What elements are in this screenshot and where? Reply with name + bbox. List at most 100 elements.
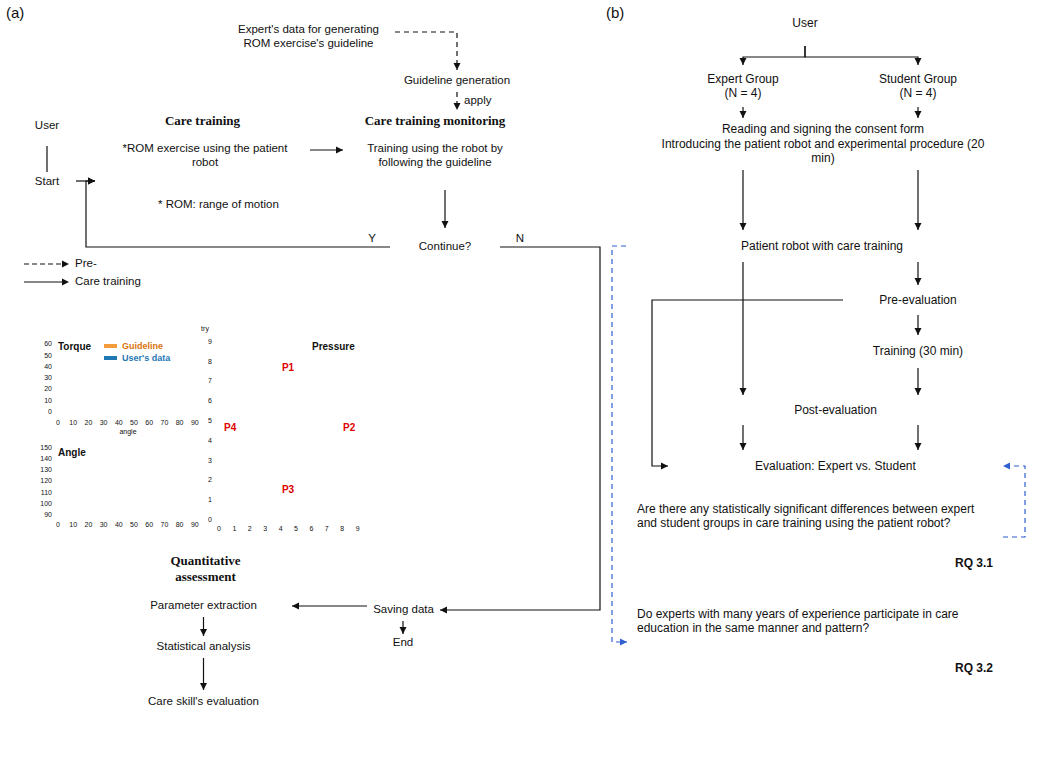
torque-axes xyxy=(55,340,200,416)
photo xyxy=(372,305,587,543)
node-text: Parameter extraction xyxy=(150,599,257,613)
legend-line xyxy=(24,263,63,264)
node-text: Post-evaluation xyxy=(794,403,877,417)
tick-label: 2 xyxy=(248,525,252,533)
connector-line xyxy=(805,46,918,65)
outline-path xyxy=(222,5,395,61)
tick-label: 70 xyxy=(160,419,168,427)
tick-label: 90 xyxy=(44,511,52,519)
question-callout: Do experts with many years of experience… xyxy=(627,600,1003,695)
legend-item: Care training xyxy=(22,275,141,289)
connector xyxy=(740,170,747,230)
pressure-inner-circle xyxy=(266,406,310,450)
arrowhead xyxy=(915,388,922,395)
save-icon xyxy=(152,313,161,322)
tick-label: 40 xyxy=(115,419,123,427)
arrowhead xyxy=(454,103,461,110)
node-text: Introducing the patient robot and experi… xyxy=(649,137,997,166)
tick-label: 4 xyxy=(208,437,212,445)
tick-label: 90 xyxy=(191,521,199,529)
sensor-dot xyxy=(286,448,291,453)
edge-label: N xyxy=(516,232,524,245)
tick-label: 20 xyxy=(84,419,92,427)
arrowhead xyxy=(740,58,747,65)
text-label: angle xyxy=(119,428,136,436)
connector xyxy=(200,617,207,636)
window-titlebar xyxy=(38,305,368,311)
tick-label: 50 xyxy=(130,419,138,427)
connector xyxy=(915,425,922,450)
text-label: P2 xyxy=(343,422,355,434)
tick-label: 7 xyxy=(325,525,329,533)
arrowhead xyxy=(292,603,299,610)
connector xyxy=(400,621,407,634)
connector xyxy=(1003,463,1025,538)
pan-icon xyxy=(87,313,97,323)
user-curve xyxy=(57,484,130,498)
tick-label: 30 xyxy=(100,419,108,427)
connector xyxy=(612,246,627,646)
node-text: Evaluation: Expert vs. Student xyxy=(755,459,916,473)
tick-label: 150 xyxy=(40,444,52,452)
arrowhead xyxy=(740,111,747,118)
outline-path xyxy=(627,600,1003,695)
node-text: *ROM exercise using the patient robot xyxy=(116,142,294,170)
arrowhead xyxy=(661,463,668,470)
node-text: Patient robot with care training xyxy=(741,239,903,253)
node-text: User xyxy=(35,119,59,133)
node-text: User xyxy=(792,16,817,30)
tick-label: 1 xyxy=(208,496,212,504)
result-box: Care skill's evaluation xyxy=(115,690,292,714)
connector-line xyxy=(612,246,627,642)
tick-label: 100 xyxy=(40,500,52,508)
connector-line xyxy=(742,170,743,230)
tick-label: 6 xyxy=(208,397,212,405)
tick-label: 50 xyxy=(130,521,138,529)
text-label: * ROM: range of motion xyxy=(158,198,279,211)
tick-label: 6 xyxy=(309,525,313,533)
tick-label: 3 xyxy=(263,525,267,533)
node-text: Care skill's evaluation xyxy=(148,695,259,709)
container-heading: Care training monitoring xyxy=(365,113,506,129)
tick-label: 70 xyxy=(160,521,168,529)
connector-line xyxy=(1003,466,1025,537)
node-text: Start xyxy=(35,175,59,189)
legend-text: Pre- xyxy=(75,257,97,271)
question-callout: Are there any statistically significant … xyxy=(627,495,1003,590)
terminal-box: Start xyxy=(18,172,76,191)
node-text: Expert Group (N = 4) xyxy=(702,72,784,101)
legend-line-sample xyxy=(22,259,70,269)
outline-path xyxy=(627,495,1003,590)
guideline-curve xyxy=(57,470,198,490)
node-text: Do experts with many years of experience… xyxy=(637,607,993,636)
text-label: Angle xyxy=(58,447,86,459)
tick-label: 5 xyxy=(294,525,298,533)
decision-diamond: Continue? xyxy=(390,228,500,266)
text-label: (b) xyxy=(606,4,624,21)
document-shape: User xyxy=(760,5,850,50)
screenshot-panel xyxy=(30,298,592,548)
text-label: try xyxy=(201,325,209,333)
tick-label: 9 xyxy=(356,525,360,533)
tick-label: 130 xyxy=(40,466,52,474)
angle-axes xyxy=(55,445,200,518)
terminal-box: End xyxy=(370,634,436,652)
text-label: (a) xyxy=(6,4,24,21)
zoom-icon xyxy=(103,314,110,321)
text-label: P3 xyxy=(282,484,294,496)
node-text: Student Group (N = 4) xyxy=(877,72,959,101)
legend-text: User's data xyxy=(122,353,170,364)
tick-label: 50 xyxy=(44,351,52,359)
tick-label: 5 xyxy=(208,417,212,425)
process-box: Reading and signing the consent formIntr… xyxy=(643,118,1003,170)
photo-wall xyxy=(372,305,587,365)
process-box: Statistical analysis xyxy=(115,636,292,658)
arrowhead xyxy=(454,63,461,70)
connector xyxy=(915,315,922,335)
connector xyxy=(915,170,922,230)
document-shape: User xyxy=(12,110,82,150)
tick-label: 0 xyxy=(56,419,60,427)
legend-swatch xyxy=(104,356,117,360)
tick-label: 9 xyxy=(208,338,212,346)
